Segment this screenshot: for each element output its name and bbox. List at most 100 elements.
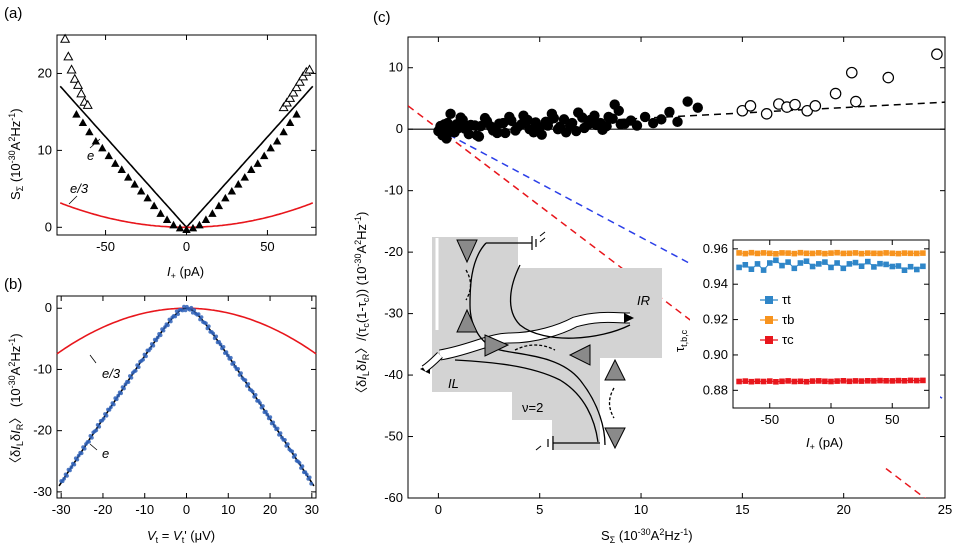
arrow-IR (624, 313, 634, 323)
point-blue (176, 312, 181, 316)
point-blue (126, 380, 131, 384)
point-blue (151, 343, 156, 348)
point-filled-triangle (149, 201, 159, 210)
inset-marks (736, 249, 926, 385)
inset-point (889, 263, 896, 270)
point-blue (155, 335, 160, 340)
inset-point (816, 261, 822, 267)
point-blue (82, 446, 87, 451)
inset-point (791, 265, 798, 272)
panel-a-marks (59, 33, 315, 233)
inset-y-ticks: 0.960.940.920.900.88 (703, 241, 929, 397)
line-e3 (59, 202, 314, 229)
x-tick-label: 25 (938, 502, 952, 517)
inset-point (822, 250, 828, 257)
x-tick-label: 50 (885, 412, 899, 427)
point-open-circle (850, 95, 862, 108)
inset-point (858, 378, 865, 384)
point-blue (190, 310, 195, 315)
inset-point (760, 250, 767, 256)
point-filled-triangle (195, 220, 204, 229)
point-open-triangle (278, 102, 289, 112)
y-tick-label: 10 (38, 142, 52, 157)
legend-label-tc: τc (782, 332, 794, 347)
inset-point (779, 378, 785, 385)
y-tick-label: 0 (45, 219, 52, 234)
point-filled-triangle (72, 110, 81, 118)
panel-b-y-label: 〈δILδIR〉 (10-30A2Hz-1) (7, 333, 25, 470)
inset-point (773, 379, 779, 385)
point-blue (94, 428, 99, 433)
point-blue (68, 468, 72, 473)
point-blue (65, 474, 69, 478)
point-blue (129, 375, 134, 380)
point-blue (161, 328, 166, 333)
panel-c-x-label: SΣ (10-30A2Hz-1) (601, 527, 693, 545)
point-filled-triangle (292, 110, 301, 118)
inset-point (920, 250, 926, 256)
point-blue (204, 321, 208, 326)
inset-point (767, 250, 773, 257)
point-open-triangle (60, 33, 71, 43)
point-filled-triangle (253, 159, 262, 167)
point-blue (206, 324, 211, 329)
point-filled-circle (664, 106, 675, 118)
point-blue (148, 346, 153, 351)
gate-center-right (568, 344, 591, 366)
point-blue (218, 342, 223, 347)
point-filled-triangle (98, 143, 107, 152)
point-blue (141, 357, 146, 362)
inset-point (760, 267, 767, 273)
inset-point (907, 263, 914, 270)
inset-point (742, 250, 749, 257)
point-blue (211, 331, 216, 336)
inset-point (803, 250, 810, 257)
gate-bottom-upper (604, 358, 626, 381)
point-blue (231, 360, 236, 365)
inset-point (822, 378, 828, 385)
x-tick-label: 30 (305, 502, 319, 517)
point-blue (196, 312, 201, 317)
y-tick-label: 0.90 (703, 347, 728, 362)
x-tick-label: 10 (634, 502, 648, 517)
ground-bottom (535, 445, 542, 451)
point-blue (214, 334, 219, 339)
y-tick-label: -30 (33, 484, 52, 499)
point-blue (300, 464, 305, 469)
point-filled-circle (481, 116, 493, 127)
y-tick-label: 0.88 (703, 382, 728, 397)
point-blue (189, 305, 194, 310)
point-filled-circle (442, 117, 453, 129)
y-tick-label: -50 (384, 429, 403, 444)
panel-label-b: (b) (4, 276, 22, 293)
point-blue (158, 333, 163, 338)
inset-point (748, 378, 755, 385)
tunneling-arrow-top (465, 269, 472, 301)
point-filled-circle (570, 125, 582, 137)
point-filled-circle (615, 119, 626, 130)
inset-point (767, 378, 773, 384)
point-blue (239, 371, 243, 376)
point-blue (69, 465, 74, 470)
point-open-triangle (285, 92, 296, 102)
point-blue (246, 382, 251, 386)
point-blue (109, 405, 113, 410)
point-blue (250, 389, 255, 394)
inset-point (760, 378, 767, 385)
point-open-triangle (72, 79, 84, 89)
panel-a-annotation-e: e (87, 148, 94, 163)
point-open-triangle (69, 73, 80, 83)
point-blue (199, 315, 204, 319)
point-filled-triangle (285, 118, 295, 127)
point-blue (174, 309, 179, 314)
point-filled-circle (647, 117, 659, 129)
point-filled-circle (518, 110, 529, 121)
inset-point (846, 378, 853, 385)
inset-point (840, 250, 847, 257)
panel-b-frame (56, 295, 317, 499)
point-filled-circle (597, 124, 608, 136)
point-blue (309, 481, 314, 486)
inset-point (871, 250, 877, 257)
